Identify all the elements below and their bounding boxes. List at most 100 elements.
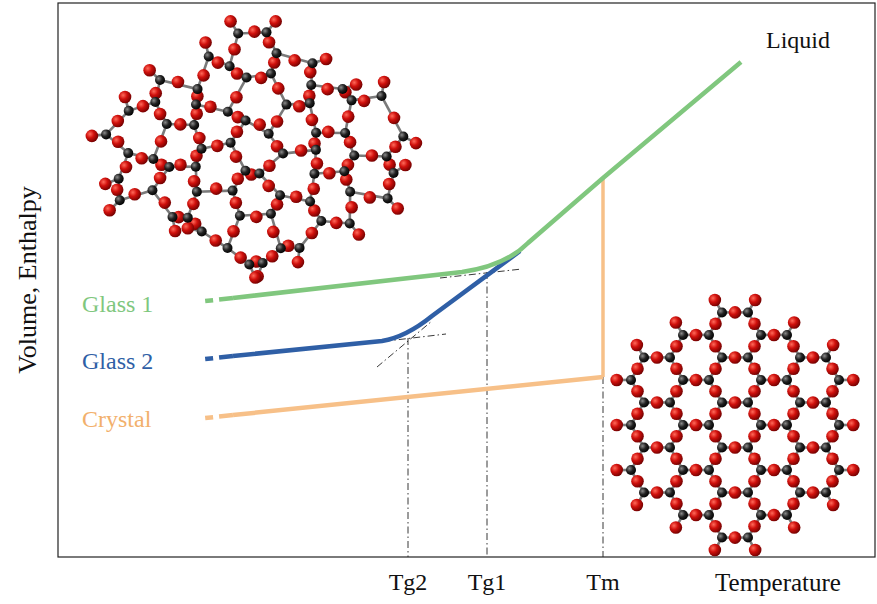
oxygen-atom [290,190,303,203]
oxygen-atom [119,91,132,104]
oxygen-atom [135,152,148,165]
oxygen-atom [670,362,683,375]
oxygen-atom [209,234,222,247]
silicon-atom [311,145,321,155]
silicon-atom [316,216,326,226]
silicon-atom [383,193,393,203]
silicon-atom [834,465,844,475]
silicon-atom [339,166,349,176]
oxygen-atom [320,53,333,66]
oxygen-atom [230,91,243,104]
oxygen-atom [788,521,801,534]
silicon-atom [704,510,714,520]
oxygen-atom [787,362,800,375]
oxygen-atom [670,316,683,329]
oxygen-atom [827,499,840,512]
oxygen-atom [253,118,266,131]
oxygen-atom [651,441,664,454]
oxygen-atom [787,452,800,465]
oxygen-atom [670,407,683,420]
oxygen-atom [174,158,187,171]
oxygen-atom [154,108,167,121]
oxygen-atom [345,201,358,214]
silicon-atom [233,28,243,38]
melting-jump [601,178,605,377]
oxygen-atom [364,191,377,204]
oxygen-atom [807,396,820,409]
silicon-atom [114,174,124,184]
silicon-atom [704,465,714,475]
oxygen-atom [272,82,285,95]
silicon-atom [235,211,245,221]
tick-label: Tm [586,570,619,594]
oxygen-atom [322,126,335,139]
silicon-atom [349,150,359,160]
silicon-atom [717,443,727,453]
oxygen-atom [748,362,761,375]
atom-bond [152,190,172,217]
oxygen-atom [749,294,762,307]
oxygen-atom [610,374,623,387]
glass1-extension [197,298,233,302]
oxygen-atom [353,228,366,241]
oxygen-atom [709,340,722,353]
oxygen-atom [709,498,722,511]
silicon-atom [244,260,254,270]
silicon-atom [191,99,201,109]
oxygen-atom [210,182,223,195]
oxygen-atom [250,211,263,224]
oxygen-atom [267,226,280,239]
atom-bond [153,124,166,159]
silicon-atom [311,128,321,138]
silicon-atom [226,138,236,148]
oxygen-atom [271,115,284,128]
oxygen-atom [293,100,306,113]
silicon-atom [821,443,831,453]
silicon-atom [124,106,134,116]
oxygen-atom [748,430,761,443]
oxygen-atom [807,351,820,364]
silicon-atom [266,209,276,219]
silicon-atom [756,330,766,340]
glass1-liquid-curve [233,62,741,298]
oxygen-atom [651,351,664,364]
crystal-extension [197,415,233,419]
silicon-atom [258,258,268,268]
oxygen-atom [158,196,171,209]
oxygen-atom [748,520,761,533]
oxygen-atom [709,452,722,465]
silicon-atom [276,243,286,253]
oxygen-atom [306,227,319,240]
oxygen-atom [709,544,722,557]
silicon-atom [240,166,250,176]
oxygen-atom [826,475,839,488]
oxygen-atom [307,182,320,195]
atom-bond [382,96,404,136]
silicon-atom [148,154,158,164]
oxygen-atom [651,396,664,409]
oxygen-atom [748,475,761,488]
oxygen-atom [358,95,371,108]
oxygen-atom [204,100,217,113]
tick-label: Tg1 [468,570,507,594]
oxygen-atom [690,374,703,387]
oxygen-atom [827,339,840,352]
oxygen-atom [631,475,644,488]
oxygen-atom [787,385,800,398]
silicon-atom [821,397,831,407]
curve-label: Glass 1 [82,292,153,316]
oxygen-atom [193,132,206,145]
silicon-atom [639,397,649,407]
oxygen-atom [768,419,781,432]
crystal-curve [233,377,603,415]
silicon-atom [743,533,753,543]
silicon-atom [295,243,305,253]
silicon-atom [795,397,805,407]
oxygen-atom [631,385,644,398]
oxygen-atom [120,161,133,174]
oxygen-atom [610,419,623,432]
oxygen-atom [388,112,401,125]
oxygen-atom [366,149,379,162]
oxygen-atom [768,329,781,342]
curve-label: Glass 2 [82,349,153,373]
